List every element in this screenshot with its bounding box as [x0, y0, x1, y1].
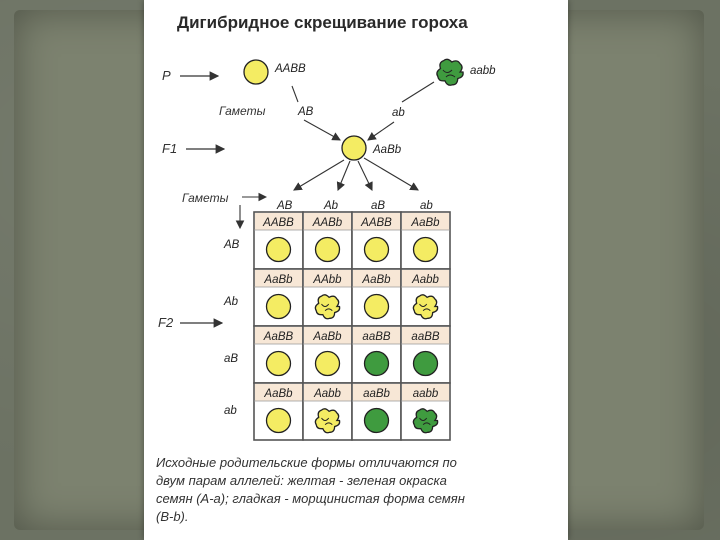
- cell-pea: [365, 352, 389, 376]
- punnett-cell: AaBb: [401, 212, 450, 269]
- cell-genotype: AaBb: [361, 274, 391, 286]
- punnett-cell: AaBb: [254, 383, 303, 440]
- cell-pea: [414, 238, 438, 262]
- caption-line-1: Исходные родительские формы отличаются п…: [156, 455, 457, 470]
- cell-pea: [267, 295, 291, 319]
- cell-pea: [365, 238, 389, 262]
- punnett-cell: AABb: [303, 212, 352, 269]
- line-p-right: [402, 82, 434, 102]
- cell-genotype: AaBb: [410, 217, 440, 229]
- punnett-cell: AaBB: [254, 326, 303, 383]
- cell-genotype: AaBb: [263, 274, 293, 286]
- cell-genotype: AaBb: [263, 388, 293, 400]
- arrow-gamete-right: [368, 122, 394, 140]
- cross-diagram: Дигибридное скрещивание гороха P AABB aa…: [144, 0, 568, 540]
- cell-pea: [316, 352, 340, 376]
- punnett-cell: AaBb: [303, 326, 352, 383]
- cell-pea: [316, 238, 340, 262]
- col-gamete-Ab: Ab: [323, 200, 339, 212]
- gamete-parent-left: AB: [297, 106, 314, 118]
- cell-pea: [365, 409, 389, 433]
- label-gametes-1: Гаметы: [219, 104, 266, 118]
- parent-right-genotype: aabb: [470, 65, 496, 77]
- cell-pea: [267, 352, 291, 376]
- col-gamete-ab: ab: [420, 200, 433, 212]
- punnett-cell: aaBB: [401, 326, 450, 383]
- punnett-cell: AABB: [352, 212, 401, 269]
- label-f1: F1: [162, 141, 177, 156]
- arrow-f1-gamete-1: [294, 160, 344, 190]
- col-gamete-AB: AB: [276, 200, 293, 212]
- arrow-f1-gamete-4: [364, 158, 418, 190]
- line-p-left: [292, 86, 298, 102]
- punnett-cell: Aabb: [401, 269, 450, 326]
- cell-genotype: aabb: [413, 388, 439, 400]
- parent-left-pea: [244, 60, 268, 84]
- row-gamete-ab: ab: [224, 405, 237, 417]
- diagram-sheet: Дигибридное скрещивание гороха P AABB aa…: [144, 0, 568, 540]
- f1-genotype: AaBb: [372, 144, 402, 156]
- cell-genotype: aaBB: [411, 331, 439, 343]
- cell-pea: [414, 352, 438, 376]
- caption-line-3: семян (А-а); гладкая - морщинистая форма…: [156, 491, 465, 506]
- cell-genotype: Aabb: [313, 388, 341, 400]
- caption-line-4: (В-b).: [156, 509, 189, 524]
- cell-genotype: AABB: [360, 217, 392, 229]
- row-gamete-Ab: Ab: [223, 296, 239, 308]
- cell-pea: [267, 409, 291, 433]
- row-gamete-aB: aB: [224, 353, 238, 365]
- cell-genotype: Aabb: [411, 274, 439, 286]
- punnett-cell: AaBb: [254, 269, 303, 326]
- cell-genotype: AAbb: [312, 274, 342, 286]
- gamete-parent-right: ab: [392, 107, 405, 119]
- cell-genotype: aaBb: [363, 388, 390, 400]
- col-gamete-aB: aB: [371, 200, 385, 212]
- punnett-cell: Aabb: [303, 383, 352, 440]
- diagram-title: Дигибридное скрещивание гороха: [177, 13, 468, 32]
- f1-pea: [342, 136, 366, 160]
- cell-pea: [365, 295, 389, 319]
- label-f2: F2: [158, 315, 174, 330]
- cell-pea: [267, 238, 291, 262]
- arrow-f1-gamete-2: [338, 161, 350, 190]
- parent-left-genotype: AABB: [274, 63, 306, 75]
- cell-genotype: AABb: [312, 217, 343, 229]
- label-p: P: [162, 68, 171, 83]
- punnett-cell: AAbb: [303, 269, 352, 326]
- label-gametes-2: Гаметы: [182, 191, 229, 205]
- punnett-cell: AaBb: [352, 269, 401, 326]
- cell-genotype: AaBb: [312, 331, 342, 343]
- cell-genotype: AABB: [262, 217, 294, 229]
- arrow-f1-gamete-3: [358, 161, 372, 190]
- cell-genotype: AaBB: [263, 331, 294, 343]
- caption-line-2: двум парам аллелей: желтая - зеленая окр…: [156, 473, 447, 488]
- parent-right-pea: [437, 59, 463, 85]
- punnett-cell: aabb: [401, 383, 450, 440]
- arrow-gamete-left: [304, 120, 340, 140]
- row-gamete-AB: AB: [223, 239, 240, 251]
- punnett-cell: aaBb: [352, 383, 401, 440]
- punnett-cell: AABB: [254, 212, 303, 269]
- cell-genotype: aaBB: [362, 331, 390, 343]
- punnett-cell: aaBB: [352, 326, 401, 383]
